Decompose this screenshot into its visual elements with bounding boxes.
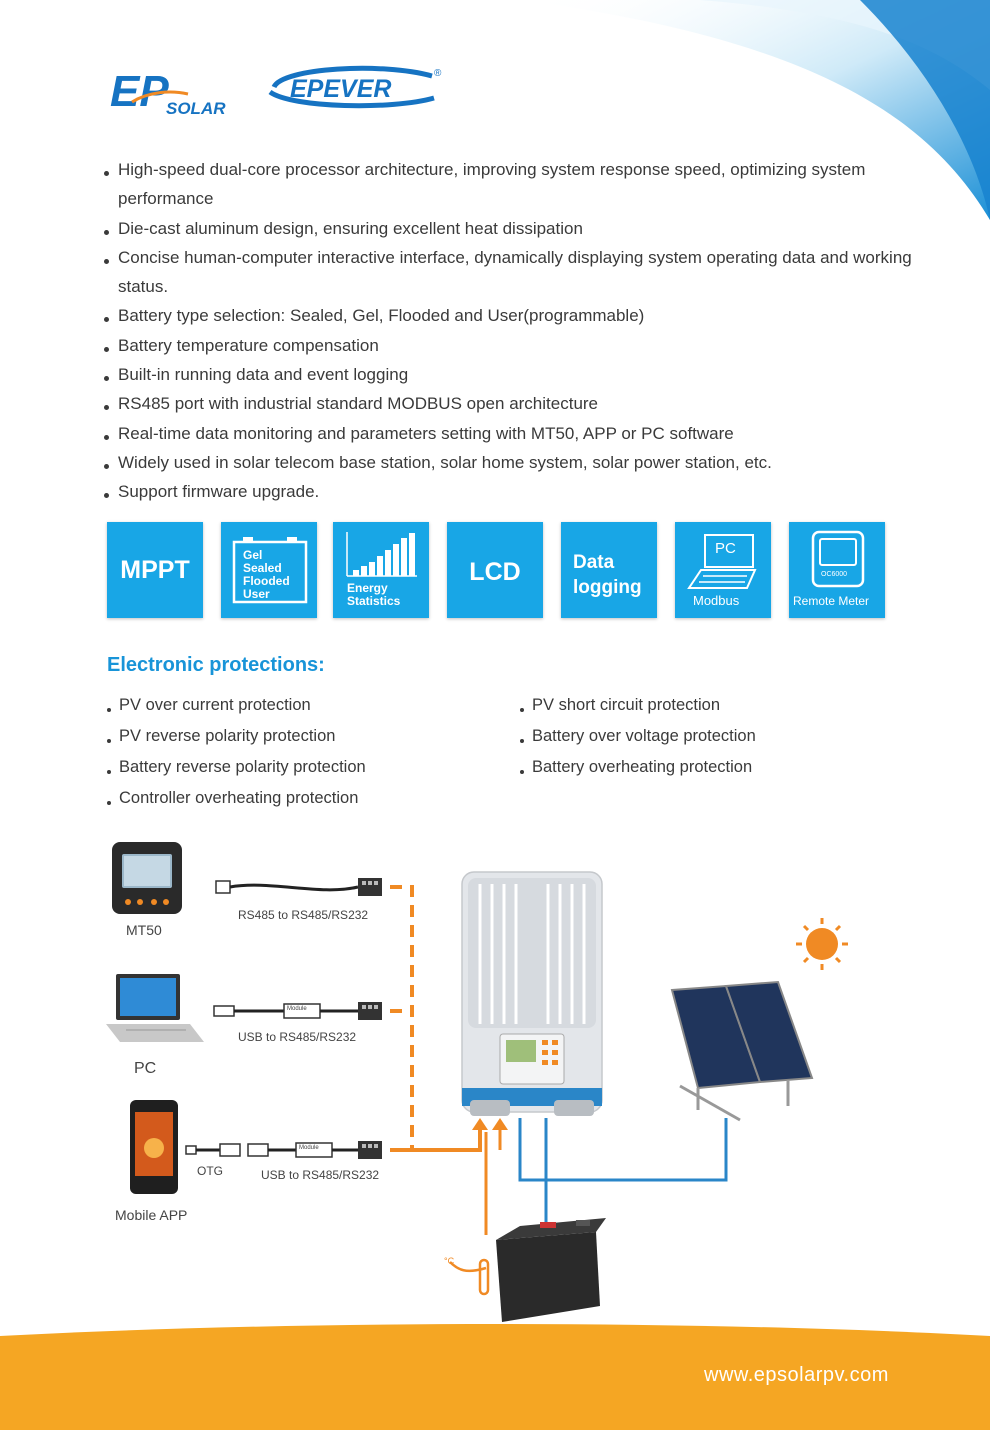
protection-item: Battery reverse polarity protection [107,752,366,783]
module-label-pc: Module [287,1006,307,1012]
cable-usb-pc-label: USB to RS485/RS232 [238,1030,357,1044]
module-label-mobile: Module [299,1145,319,1151]
battery-types: Gel Sealed Flooded User [243,548,290,601]
mt50-device-icon [112,842,182,914]
feature-list: High-speed dual-core processor architect… [104,155,924,507]
svg-text:®: ® [434,68,442,79]
feature-item: Support firmware upgrade. [104,477,924,506]
feature-item: Concise human-computer interactive inter… [104,243,924,302]
data-logging-label: Data logging [573,552,642,598]
solar-panel-icon [670,980,814,1122]
feature-item: Built-in running data and event logging [104,360,924,389]
mobile-app-label: Mobile APP [115,1207,188,1223]
communication-lines [390,885,508,1235]
protections-title: Electronic protections: [107,654,325,676]
mppt-tile: MPPT [107,522,203,618]
cable-rs485-label: RS485 to RS485/RS232 [238,908,369,922]
diagram-graphics [106,842,848,1322]
otg-label: OTG [197,1164,223,1178]
laptop-icon [687,534,757,589]
feature-item: High-speed dual-core processor architect… [104,155,924,214]
data-logging-tile: Data logging [561,522,657,618]
energy-statistics-label: Energy Statistics [347,581,401,608]
battery-icon [496,1218,606,1322]
battery-icon [232,537,308,604]
cable-usb-mobile-label: USB to RS485/RS232 [261,1168,380,1182]
protection-item: PV short circuit protection [520,690,756,721]
connection-diagram: RS485 to RS485/RS232 USB to RS485/RS232 … [100,830,880,1330]
pc-device-icon [106,974,204,1042]
protections-left-list: PV over current protection PV reverse po… [107,690,366,814]
feature-icon-row: MPPT Gel Sealed Flooded User E [107,522,889,618]
feature-item: Widely used in solar telecom base statio… [104,448,924,477]
feature-item: Battery temperature compensation [104,331,924,360]
feature-item: RS485 port with industrial standard MODB… [104,389,924,418]
feature-item: Real-time data monitoring and parameters… [104,419,924,448]
footer-band [0,1324,990,1430]
temperature-symbol: °C [444,1256,455,1266]
remote-screen-text: OC6000 [821,571,848,578]
protection-item: Controller overheating protection [107,783,366,814]
epever-logo: EPEVER ® [268,65,442,109]
remote-meter-icon [811,530,865,588]
remote-meter-label: Remote Meter [793,594,870,608]
protection-item: PV over current protection [107,690,366,721]
feature-item: Die-cast aluminum design, ensuring excel… [104,214,924,243]
mt50-label: MT50 [126,922,162,938]
modbus-label: Modbus [693,593,740,608]
battery-type-tile: Gel Sealed Flooded User [221,522,317,618]
pc-modbus-tile: PC Modbus [675,522,771,618]
lcd-tile: LCD [447,522,543,618]
mppt-label: MPPT [120,556,190,584]
pc-label: PC [715,540,736,557]
bar-chart-icon [346,532,417,577]
feature-item: Battery type selection: Sealed, Gel, Flo… [104,301,924,330]
remote-meter-tile: OC6000 Remote Meter [789,522,885,618]
protection-item: Battery over voltage protection [520,721,756,752]
header-swoosh [520,0,990,220]
power-lines [518,1118,728,1230]
usb-cable-icon [213,1002,382,1020]
charge-controller-icon [461,871,603,1116]
pc-device-label: PC [134,1060,157,1077]
energy-statistics-tile: Energy Statistics [333,522,429,618]
protection-item: Battery overheating protection [520,752,756,783]
rs485-cable-icon [215,878,382,896]
svg-text:EPEVER: EPEVER [290,75,391,103]
sun-icon [796,918,848,970]
temperature-sensor-icon [449,1258,490,1296]
mobile-device-icon [130,1100,178,1194]
protections-right-list: PV short circuit protection Battery over… [520,690,756,783]
protection-item: PV reverse polarity protection [107,721,366,752]
svg-text:SOLAR: SOLAR [166,99,226,118]
epsolar-logo: EP SOLAR [110,67,226,118]
otg-usb-cable-icon [185,1141,382,1159]
lcd-label: LCD [469,558,521,586]
footer-website: www.epsolarpv.com [704,1364,889,1386]
